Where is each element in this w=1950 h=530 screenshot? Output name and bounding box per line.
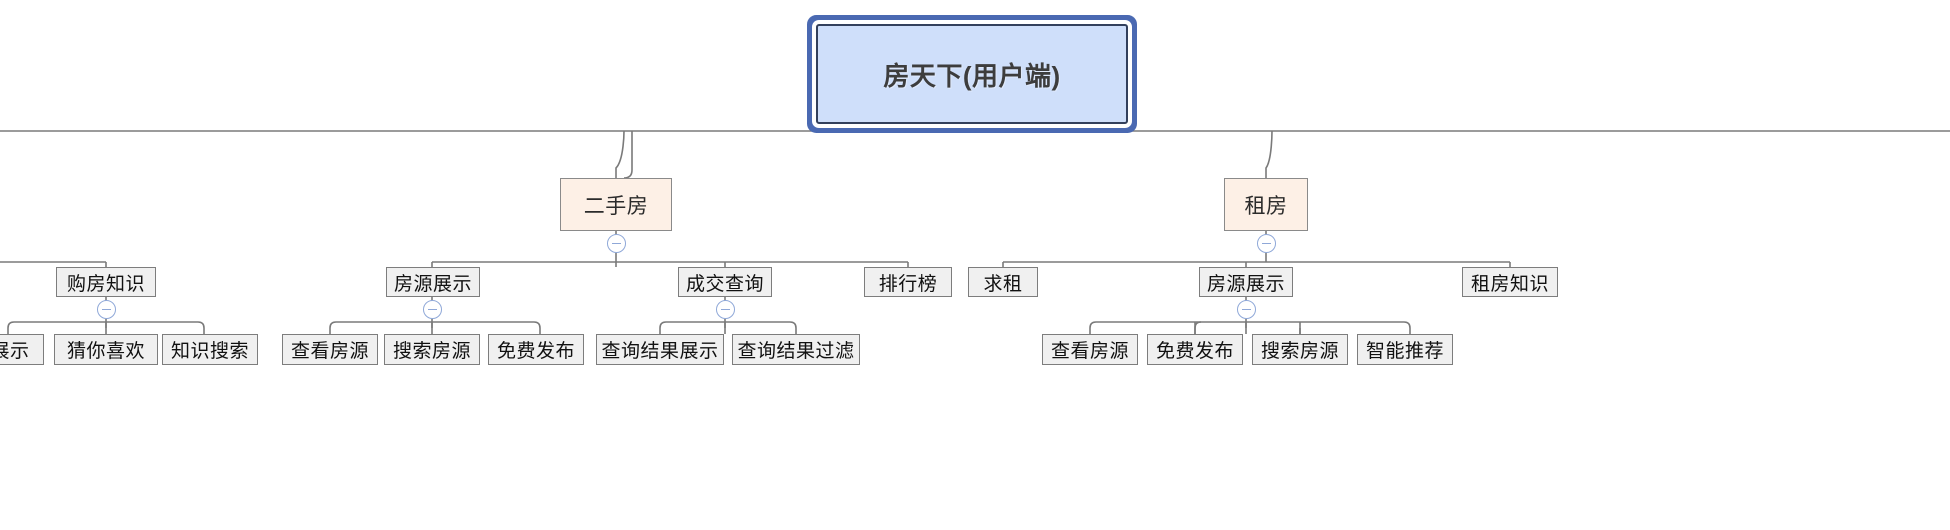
node-label: 知识搜索: [170, 341, 249, 362]
node-label: 成交查询: [685, 273, 764, 295]
leaf-node-cha-kan-fang-yuan-zufang[interactable]: 查看房源: [1042, 334, 1138, 365]
leaf-node-cha-xun-jie-guo-zhan-shi[interactable]: 查询结果展示: [596, 334, 724, 365]
minus-glyph: [721, 308, 730, 311]
leaf-node-mian-fei-fa-bu-ershou[interactable]: 免费发布: [488, 334, 584, 365]
node-label: 购房知识: [66, 273, 145, 295]
root-node[interactable]: 房天下(用户端): [816, 24, 1128, 124]
minus-glyph: [612, 242, 621, 245]
node-label: 查看房源: [290, 341, 369, 362]
node-label: 搜索房源: [1260, 341, 1339, 362]
category-label: 二手房: [583, 194, 649, 218]
leaf-node-cha-kan-fang-yuan-ershou[interactable]: 查看房源: [282, 334, 378, 365]
root-node-label: 房天下(用户端): [883, 60, 1061, 91]
collapse-minus-icon-zufang[interactable]: [1257, 234, 1276, 253]
node-label: 租房知识: [1470, 273, 1549, 295]
node-label: 猜你喜欢: [66, 341, 145, 362]
node-label: 房源展示: [393, 273, 472, 295]
node-fang-yuan-zhan-shi-zufang[interactable]: 房源展示: [1199, 267, 1293, 297]
node-label: 免费发布: [496, 341, 575, 362]
node-cheng-jiao-cha-xun[interactable]: 成交查询: [678, 267, 772, 297]
leaf-node-cai-ni-xi-huan[interactable]: 猜你喜欢: [54, 334, 158, 365]
category-node-ershoufang[interactable]: 二手房: [560, 178, 672, 231]
leaf-node-sou-suo-fang-yuan-zufang[interactable]: 搜索房源: [1252, 334, 1348, 365]
collapse-minus-icon-gou-fang-zhi-shi[interactable]: [97, 300, 116, 319]
leaf-node-cha-xun-jie-guo-guo-lv[interactable]: 查询结果过滤: [732, 334, 860, 365]
minus-glyph: [1242, 308, 1251, 311]
category-label: 租房: [1244, 194, 1288, 218]
leaf-node-zhan-shi[interactable]: 展示: [0, 334, 44, 365]
collapse-minus-icon-ershoufang[interactable]: [607, 234, 626, 253]
node-label: 查询结果展示: [601, 341, 719, 362]
minus-glyph: [102, 308, 111, 311]
node-label: 查看房源: [1050, 341, 1129, 362]
leaf-node-mian-fei-fa-bu-zufang[interactable]: 免费发布: [1147, 334, 1243, 365]
node-label: 免费发布: [1155, 341, 1234, 362]
minus-glyph: [1262, 242, 1271, 245]
node-label: 搜索房源: [392, 341, 471, 362]
node-gou-fang-zhi-shi[interactable]: 购房知识: [56, 267, 156, 297]
node-label: 展示: [0, 341, 30, 362]
node-label: 求租: [983, 273, 1023, 295]
leaf-node-zhi-neng-tui-jian[interactable]: 智能推荐: [1357, 334, 1453, 365]
node-label: 查询结果过滤: [737, 341, 855, 362]
collapse-minus-icon-cheng-jiao-cha-xun[interactable]: [716, 300, 735, 319]
node-fang-yuan-zhan-shi-ershou[interactable]: 房源展示: [386, 267, 480, 297]
leaf-node-zhi-shi-sou-suo[interactable]: 知识搜索: [162, 334, 258, 365]
category-node-zufang[interactable]: 租房: [1224, 178, 1308, 231]
node-label: 房源展示: [1206, 273, 1285, 295]
node-label: 智能推荐: [1365, 341, 1444, 362]
node-label: 排行榜: [878, 273, 938, 295]
node-zu-fang-zhi-shi[interactable]: 租房知识: [1462, 267, 1558, 297]
node-qiu-zu[interactable]: 求租: [968, 267, 1038, 297]
collapse-minus-icon-fang-yuan-zhan-shi-zufang[interactable]: [1237, 300, 1256, 319]
leaf-node-sou-suo-fang-yuan-ershou[interactable]: 搜索房源: [384, 334, 480, 365]
minus-glyph: [428, 308, 437, 311]
collapse-minus-icon-fang-yuan-zhan-shi-ershou[interactable]: [423, 300, 442, 319]
node-pai-hang-bang[interactable]: 排行榜: [864, 267, 952, 297]
